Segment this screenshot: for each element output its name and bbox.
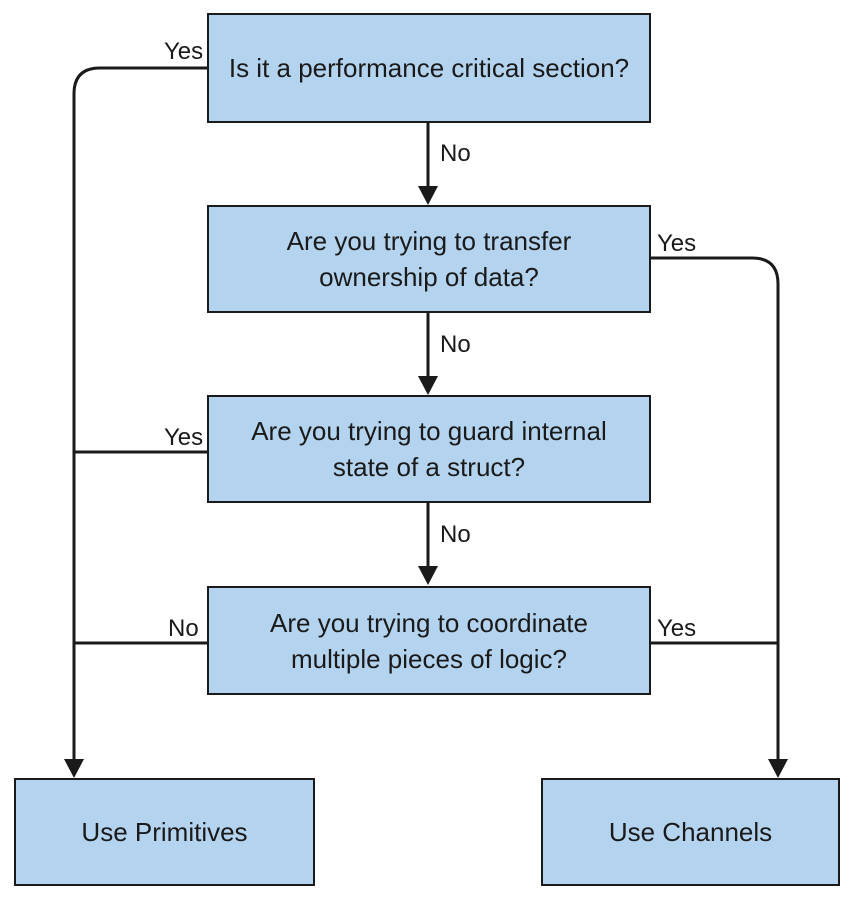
decision-text-line: Are you trying to coordinate: [270, 607, 588, 638]
arrowhead-channels: [768, 759, 788, 778]
edge-label-q2-no: No: [440, 331, 471, 358]
outcome-use-channels: Use Channels: [541, 778, 840, 886]
decision-transfer-ownership: Are you trying to transfer ownership of …: [207, 205, 651, 313]
edge-q1-yes-line: [72, 66, 207, 762]
edge-label-q2-yes: Yes: [657, 230, 697, 257]
arrowhead-primitives: [64, 759, 84, 778]
edge-label-q4-no: No: [168, 615, 199, 642]
edge-q2-yes-line: [650, 256, 780, 762]
decision-text-line: Are you trying to transfer: [286, 226, 572, 256]
decision-text-line: multiple pieces of logic?: [290, 643, 568, 674]
arrowhead-q2: [418, 186, 438, 205]
outcome-use-primitives: Use Primitives: [14, 778, 315, 886]
edge-label-q4-yes: Yes: [657, 615, 697, 642]
decision-guard-internal-state: Are you trying to guard internal state o…: [207, 395, 651, 503]
edge-label-q3-no: No: [440, 521, 471, 548]
decision-text-line: ownership of data?: [319, 262, 539, 292]
decision-coordinate-logic: Are you trying to coordinate multiple pi…: [207, 586, 651, 695]
decision-performance-critical: Is it a performance critical section?: [207, 13, 651, 123]
edge-label-q1-no: No: [440, 140, 471, 167]
edge-label-q3-yes: Yes: [164, 424, 204, 451]
decision-text-line: Is it a performance critical section?: [228, 53, 630, 83]
arrowhead-q4: [418, 566, 438, 585]
outcome-text: Use Channels: [608, 817, 773, 847]
arrowhead-q3: [418, 376, 438, 395]
decision-text-line: state of a struct?: [332, 452, 526, 482]
decision-text-line: Are you trying to guard internal: [251, 416, 607, 446]
outcome-text: Use Primitives: [81, 817, 248, 847]
edge-label-q1-yes: Yes: [164, 38, 204, 65]
